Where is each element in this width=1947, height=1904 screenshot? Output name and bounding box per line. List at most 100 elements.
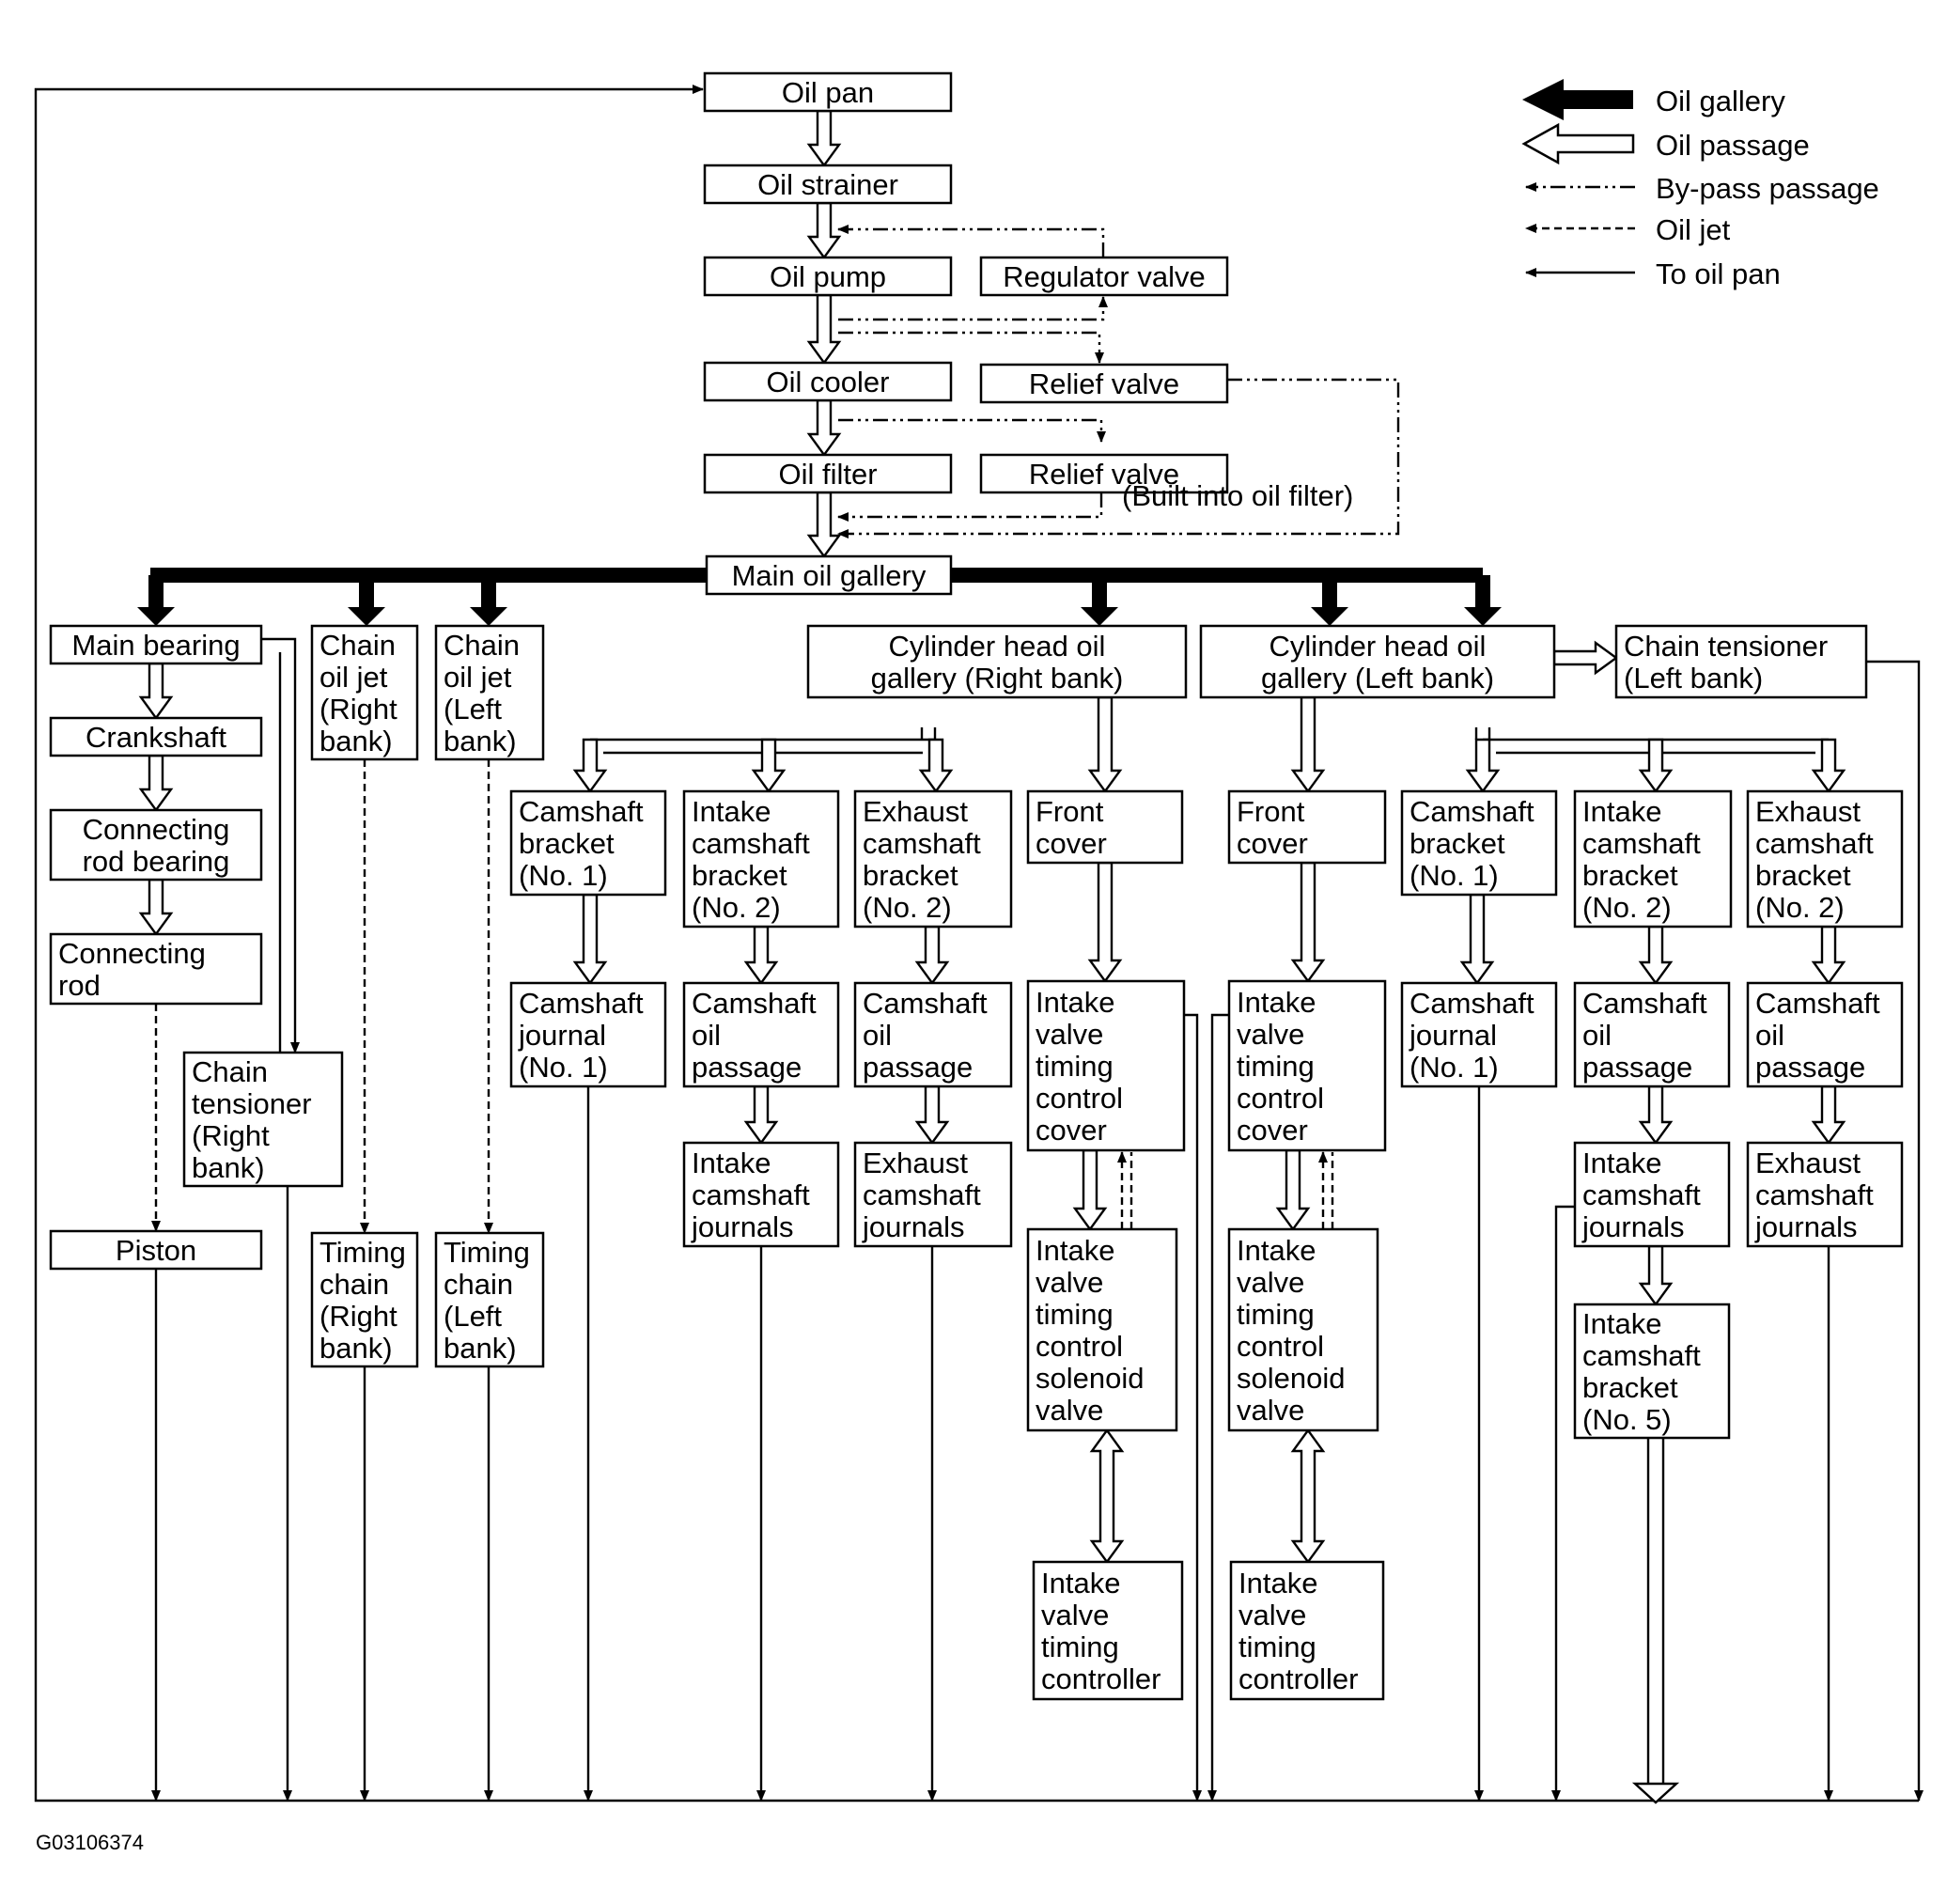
- box-label-line: Exhaust: [863, 795, 968, 828]
- return-line: [1866, 660, 1924, 1802]
- box-chain-tensioner-left: Chain tensioner(Left bank): [1614, 624, 1868, 699]
- box-label-line: Intake: [692, 795, 771, 828]
- box-label-line: Main oil gallery: [732, 559, 927, 592]
- bypass-line: [837, 225, 1105, 258]
- oil-passage-branch: [1474, 727, 1491, 740]
- box-frame: [1229, 1560, 1385, 1701]
- box-frame: [853, 1141, 1013, 1248]
- box-label-line: journals: [862, 1210, 965, 1243]
- oil-passage-arrow: [1638, 738, 1674, 794]
- box-frame: [979, 453, 1229, 494]
- box-label-line: controller: [1238, 1662, 1359, 1695]
- box-frame: [182, 1051, 344, 1188]
- box-label-line: oil: [1582, 1019, 1612, 1052]
- box-label-line: Chain: [319, 629, 396, 662]
- box-frame: [310, 624, 419, 761]
- oil-passage-arrow: [743, 1085, 779, 1146]
- box-main-oil-gallery: Main oil gallery: [705, 554, 953, 596]
- box-frame: [1227, 979, 1387, 1152]
- box-label-line: Intake: [1582, 1147, 1661, 1179]
- box-label-line: Intake: [1238, 1567, 1317, 1600]
- box-label-line: camshaft: [1582, 1178, 1701, 1211]
- box-label-line: passage: [692, 1051, 802, 1084]
- box-label-line: journals: [1581, 1210, 1685, 1243]
- box-frame: [979, 256, 1229, 297]
- box-label-line: cover: [1237, 827, 1308, 860]
- oil-passage-arrow: [1638, 1244, 1674, 1307]
- box-frame: [1573, 1141, 1731, 1248]
- box-label-line: (Right: [192, 1119, 270, 1152]
- box-label-line: oil: [1755, 1019, 1784, 1052]
- box-oil-cooler: Oil cooler: [703, 361, 953, 402]
- box-label-line: oil: [863, 1019, 892, 1052]
- box-label-line: Cylinder head oil: [889, 630, 1106, 663]
- box-frame: [705, 554, 953, 596]
- oil-passage-arrow: [1459, 893, 1495, 986]
- box-frame: [1227, 1227, 1379, 1432]
- box-frame: [1199, 624, 1556, 699]
- box-frame: [979, 363, 1229, 404]
- box-label-line: bank): [319, 725, 393, 757]
- box-label-line: passage: [1755, 1051, 1865, 1084]
- box-label-line: camshaft: [692, 827, 810, 860]
- figure-code: G03106374: [36, 1831, 144, 1854]
- box-label-line: Intake: [1036, 1234, 1114, 1267]
- box-oil-pan: Oil pan: [703, 71, 953, 113]
- box-label-line: Connecting: [83, 813, 230, 846]
- box-frame: [703, 71, 953, 113]
- box-label-line: solenoid: [1036, 1362, 1144, 1395]
- oil-gallery-arrow: [1081, 575, 1118, 626]
- box-label-line: Intake: [1041, 1567, 1120, 1600]
- oil-passage-arrow: [572, 893, 608, 986]
- legend-item-bypass-passage: By-pass passage: [1525, 172, 1879, 205]
- box-frame: [49, 624, 263, 665]
- box-label-line: (No. 2): [692, 891, 781, 924]
- box-frame: [509, 981, 667, 1088]
- oil-passage-arrow: [806, 293, 842, 366]
- oil-passage-arrow: [1631, 1782, 1680, 1804]
- box-label-line: camshaft: [863, 827, 981, 860]
- box-label-line: (Left bank): [1624, 662, 1763, 694]
- return-line: [1184, 1013, 1202, 1802]
- box-label-line: bank): [444, 725, 517, 757]
- box-label-line: Exhaust: [863, 1147, 968, 1179]
- box-label-line: Camshaft: [1410, 987, 1534, 1020]
- legend-label-to-oil-pan: To oil pan: [1656, 258, 1781, 290]
- bypass-line: [838, 331, 1104, 364]
- legend-item-to-oil-pan: To oil pan: [1525, 258, 1781, 290]
- box-frame: [49, 932, 263, 1006]
- legend-item-oil-jet: Oil jet: [1525, 213, 1731, 246]
- box-label-line: Oil cooler: [767, 366, 890, 398]
- legend-item-oil-gallery: Oil gallery: [1522, 79, 1785, 120]
- box-frame: [1400, 789, 1558, 897]
- oil-passage-arrow: [806, 201, 842, 260]
- box-label-line: (Built into oil filter): [1122, 479, 1353, 512]
- box-label-line: valve: [1238, 1599, 1306, 1631]
- box-frame: [1746, 789, 1904, 929]
- box-frame: [703, 164, 953, 205]
- box-label-line: Camshaft: [1582, 987, 1707, 1020]
- oil-passage-arrow: [138, 662, 174, 721]
- box-label-line: (No. 2): [1755, 891, 1845, 924]
- box-frame: [703, 256, 953, 297]
- box-frame: [49, 808, 263, 882]
- box-frame: [682, 981, 840, 1088]
- box-label-line: cover: [1036, 1114, 1107, 1147]
- box-label-line: control: [1237, 1082, 1324, 1115]
- box-label-line: Front: [1237, 795, 1305, 828]
- oil-passage-arrow: [1072, 1148, 1108, 1232]
- box-relief-valve-1: Relief valve: [979, 363, 1229, 404]
- oil-passage-arrow: [918, 738, 954, 794]
- box-label-line: timing: [1237, 1050, 1315, 1083]
- box-label-line: Camshaft: [863, 987, 988, 1020]
